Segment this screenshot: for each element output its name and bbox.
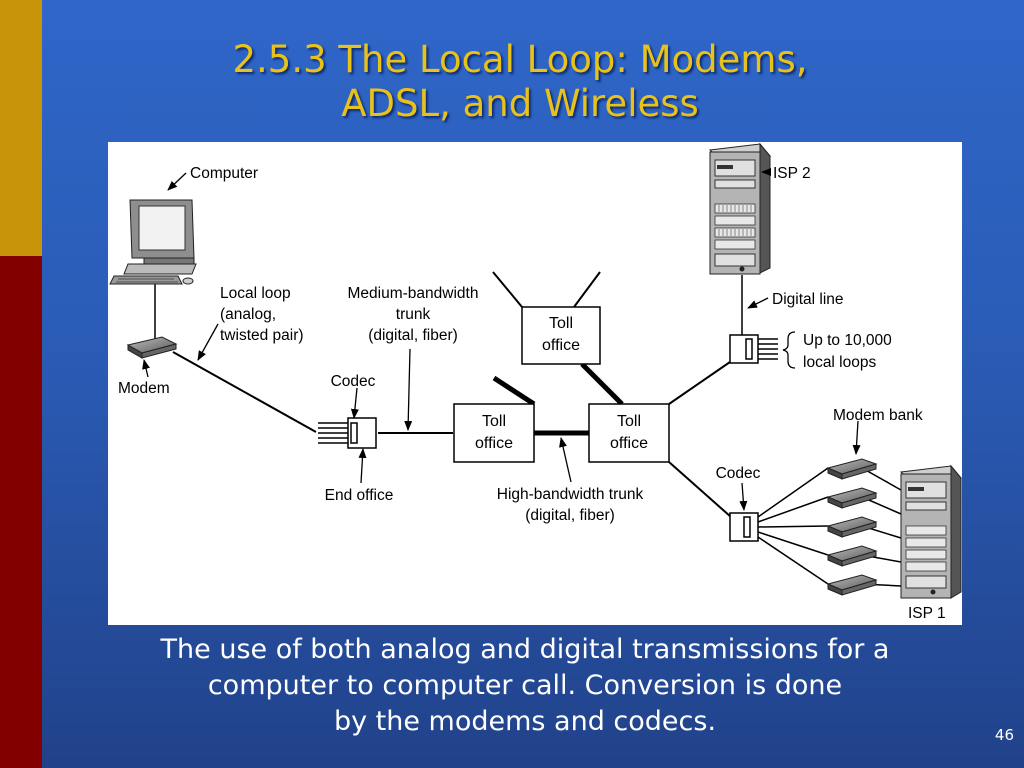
slide-caption: The use of both analog and digital trans… — [110, 632, 940, 740]
arrow-codec-left — [350, 387, 359, 419]
arrow-high-trunk — [559, 437, 572, 483]
label-computer: Computer — [190, 165, 258, 182]
title-line-1: 2.5.3 The Local Loop: Modems, — [232, 38, 808, 81]
arrow-modem — [142, 359, 150, 378]
label-high-trunk: High-bandwidth trunk (digital, fiber) — [497, 486, 644, 524]
label-modem: Modem — [118, 380, 170, 397]
toll-office-right-box — [588, 403, 670, 463]
codec-top-right-icon — [729, 334, 778, 364]
title-line-2: ADSL, and Wireless — [341, 82, 699, 125]
caption-line-3: by the modems and codecs. — [333, 706, 717, 737]
toll-uplink-right — [573, 271, 601, 308]
svg-text:office: office — [475, 435, 513, 452]
arrow-medium-trunk — [404, 348, 413, 431]
toll-to-isp1-line — [668, 461, 732, 518]
label-toll-office-top: Toll office — [542, 315, 580, 354]
svg-text:(digital, fiber): (digital, fiber) — [525, 507, 615, 524]
label-modem-bank: Modem bank — [833, 407, 923, 424]
svg-text:Toll: Toll — [549, 315, 573, 332]
toll-office-left-box — [453, 403, 535, 463]
codec-right-icon — [729, 512, 759, 542]
label-digital-line: Digital line — [772, 291, 844, 308]
svg-text:office: office — [542, 337, 580, 354]
label-medium-trunk: Medium-bandwidth trunk (digital, fiber) — [348, 285, 479, 344]
svg-text:Up to 10,000: Up to 10,000 — [803, 332, 892, 349]
svg-text:trunk: trunk — [396, 306, 431, 323]
accent-bar-red — [0, 256, 42, 768]
modem-icon — [126, 336, 178, 359]
arrow-codec-right — [739, 482, 748, 511]
svg-text:Toll: Toll — [617, 413, 641, 430]
slide-title: 2.5.3 The Local Loop: Modems, ADSL, and … — [100, 38, 940, 126]
label-local-loop: Local loop (analog, twisted pair) — [220, 285, 304, 344]
analog-local-loop-line — [172, 351, 317, 433]
connection-lines — [154, 271, 902, 587]
arrow-computer — [167, 172, 187, 191]
arrow-end-office — [358, 448, 367, 484]
svg-text:Local loop: Local loop — [220, 285, 291, 302]
svg-text:local loops: local loops — [803, 354, 876, 371]
svg-text:(analog,: (analog, — [220, 306, 276, 323]
arrow-modem-bank — [852, 420, 861, 455]
label-isp1: ISP 1 — [908, 605, 946, 622]
svg-text:Toll: Toll — [482, 413, 506, 430]
svg-text:Medium-bandwidth: Medium-bandwidth — [348, 285, 479, 302]
svg-text:twisted pair): twisted pair) — [220, 327, 304, 344]
toll-link-left — [492, 375, 536, 407]
svg-text:office: office — [610, 435, 648, 452]
computer-icon — [109, 199, 197, 285]
label-toll-office-right: Toll office — [610, 413, 648, 452]
svg-text:High-bandwidth trunk: High-bandwidth trunk — [497, 486, 644, 503]
modem-bank-icon — [826, 458, 878, 596]
toll-uplink-left — [492, 271, 523, 308]
arrow-local-loop — [197, 323, 219, 361]
svg-text:(digital, fiber): (digital, fiber) — [368, 327, 458, 344]
isp1-server-icon — [899, 464, 963, 599]
slide-number: 46 — [994, 726, 1014, 744]
label-end-office: End office — [325, 487, 394, 504]
local-loops-brace — [782, 331, 796, 369]
label-local-loops-count: Up to 10,000 local loops — [803, 332, 892, 371]
label-isp2: ISP 2 — [773, 165, 811, 182]
isp2-server-icon — [708, 142, 772, 275]
accent-bar-gold — [0, 0, 42, 256]
codec-left-icon — [318, 417, 377, 449]
label-codec-left: Codec — [331, 373, 376, 390]
local-loop-diagram: Computer Modem Local loop (analog, twist… — [108, 142, 963, 625]
label-arrows — [142, 168, 861, 511]
toll-link-right — [580, 362, 624, 406]
toll-to-isp2-line — [668, 361, 731, 405]
label-toll-office-left: Toll office — [475, 413, 513, 452]
arrow-digital-line — [747, 297, 769, 309]
caption-line-1: The use of both analog and digital trans… — [160, 634, 890, 665]
label-codec-right: Codec — [716, 465, 761, 482]
toll-office-top-box — [521, 306, 601, 365]
caption-line-2: computer to computer call. Conversion is… — [207, 670, 843, 701]
